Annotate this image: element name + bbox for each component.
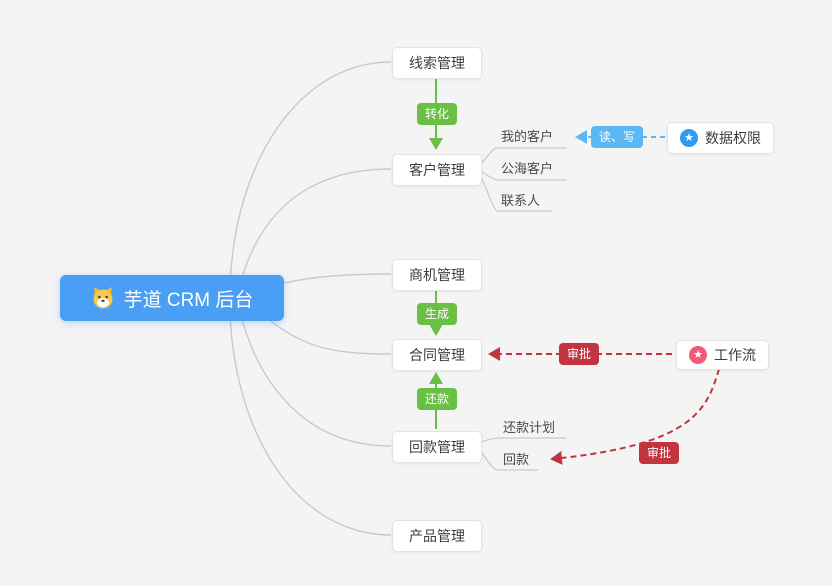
node-customer-management: 客户管理 [392, 154, 482, 186]
workflow-label: 工作流 [714, 347, 756, 363]
edge-label-repay: 还款 [416, 388, 458, 410]
node-product-management: 产品管理 [392, 520, 482, 552]
node-lead-management: 线索管理 [392, 47, 482, 79]
data-permission-label: 数据权限 [705, 130, 761, 146]
subitem-my-customers: 我的客户 [501, 129, 554, 144]
node-data-permission: 数据权限 [667, 122, 774, 154]
edge-label-read-write: 读、写 [590, 126, 644, 148]
edge-label-approve-contract: 审批 [558, 343, 600, 365]
root-node-crm: 芋道 CRM 后台 [60, 275, 284, 321]
node-workflow: 工作流 [676, 340, 769, 370]
edge-label-generate: 生成 [416, 303, 458, 325]
subitem-payment: 回款 [503, 452, 530, 467]
node-contract-management: 合同管理 [392, 339, 482, 371]
root-label: 芋道 CRM 后台 [123, 289, 254, 311]
subitem-contacts: 联系人 [501, 193, 541, 208]
star-icon [680, 129, 698, 147]
node-receivable-management: 回款管理 [392, 431, 482, 463]
edge-label-convert: 转化 [416, 103, 458, 125]
star-icon [689, 346, 707, 364]
dog-icon [91, 286, 115, 310]
edge-label-approve-receivable: 审批 [638, 442, 680, 464]
subitem-repayment-plan: 还款计划 [503, 420, 556, 435]
subitem-public-pool-customers: 公海客户 [501, 161, 554, 176]
node-opportunity-management: 商机管理 [392, 259, 482, 291]
